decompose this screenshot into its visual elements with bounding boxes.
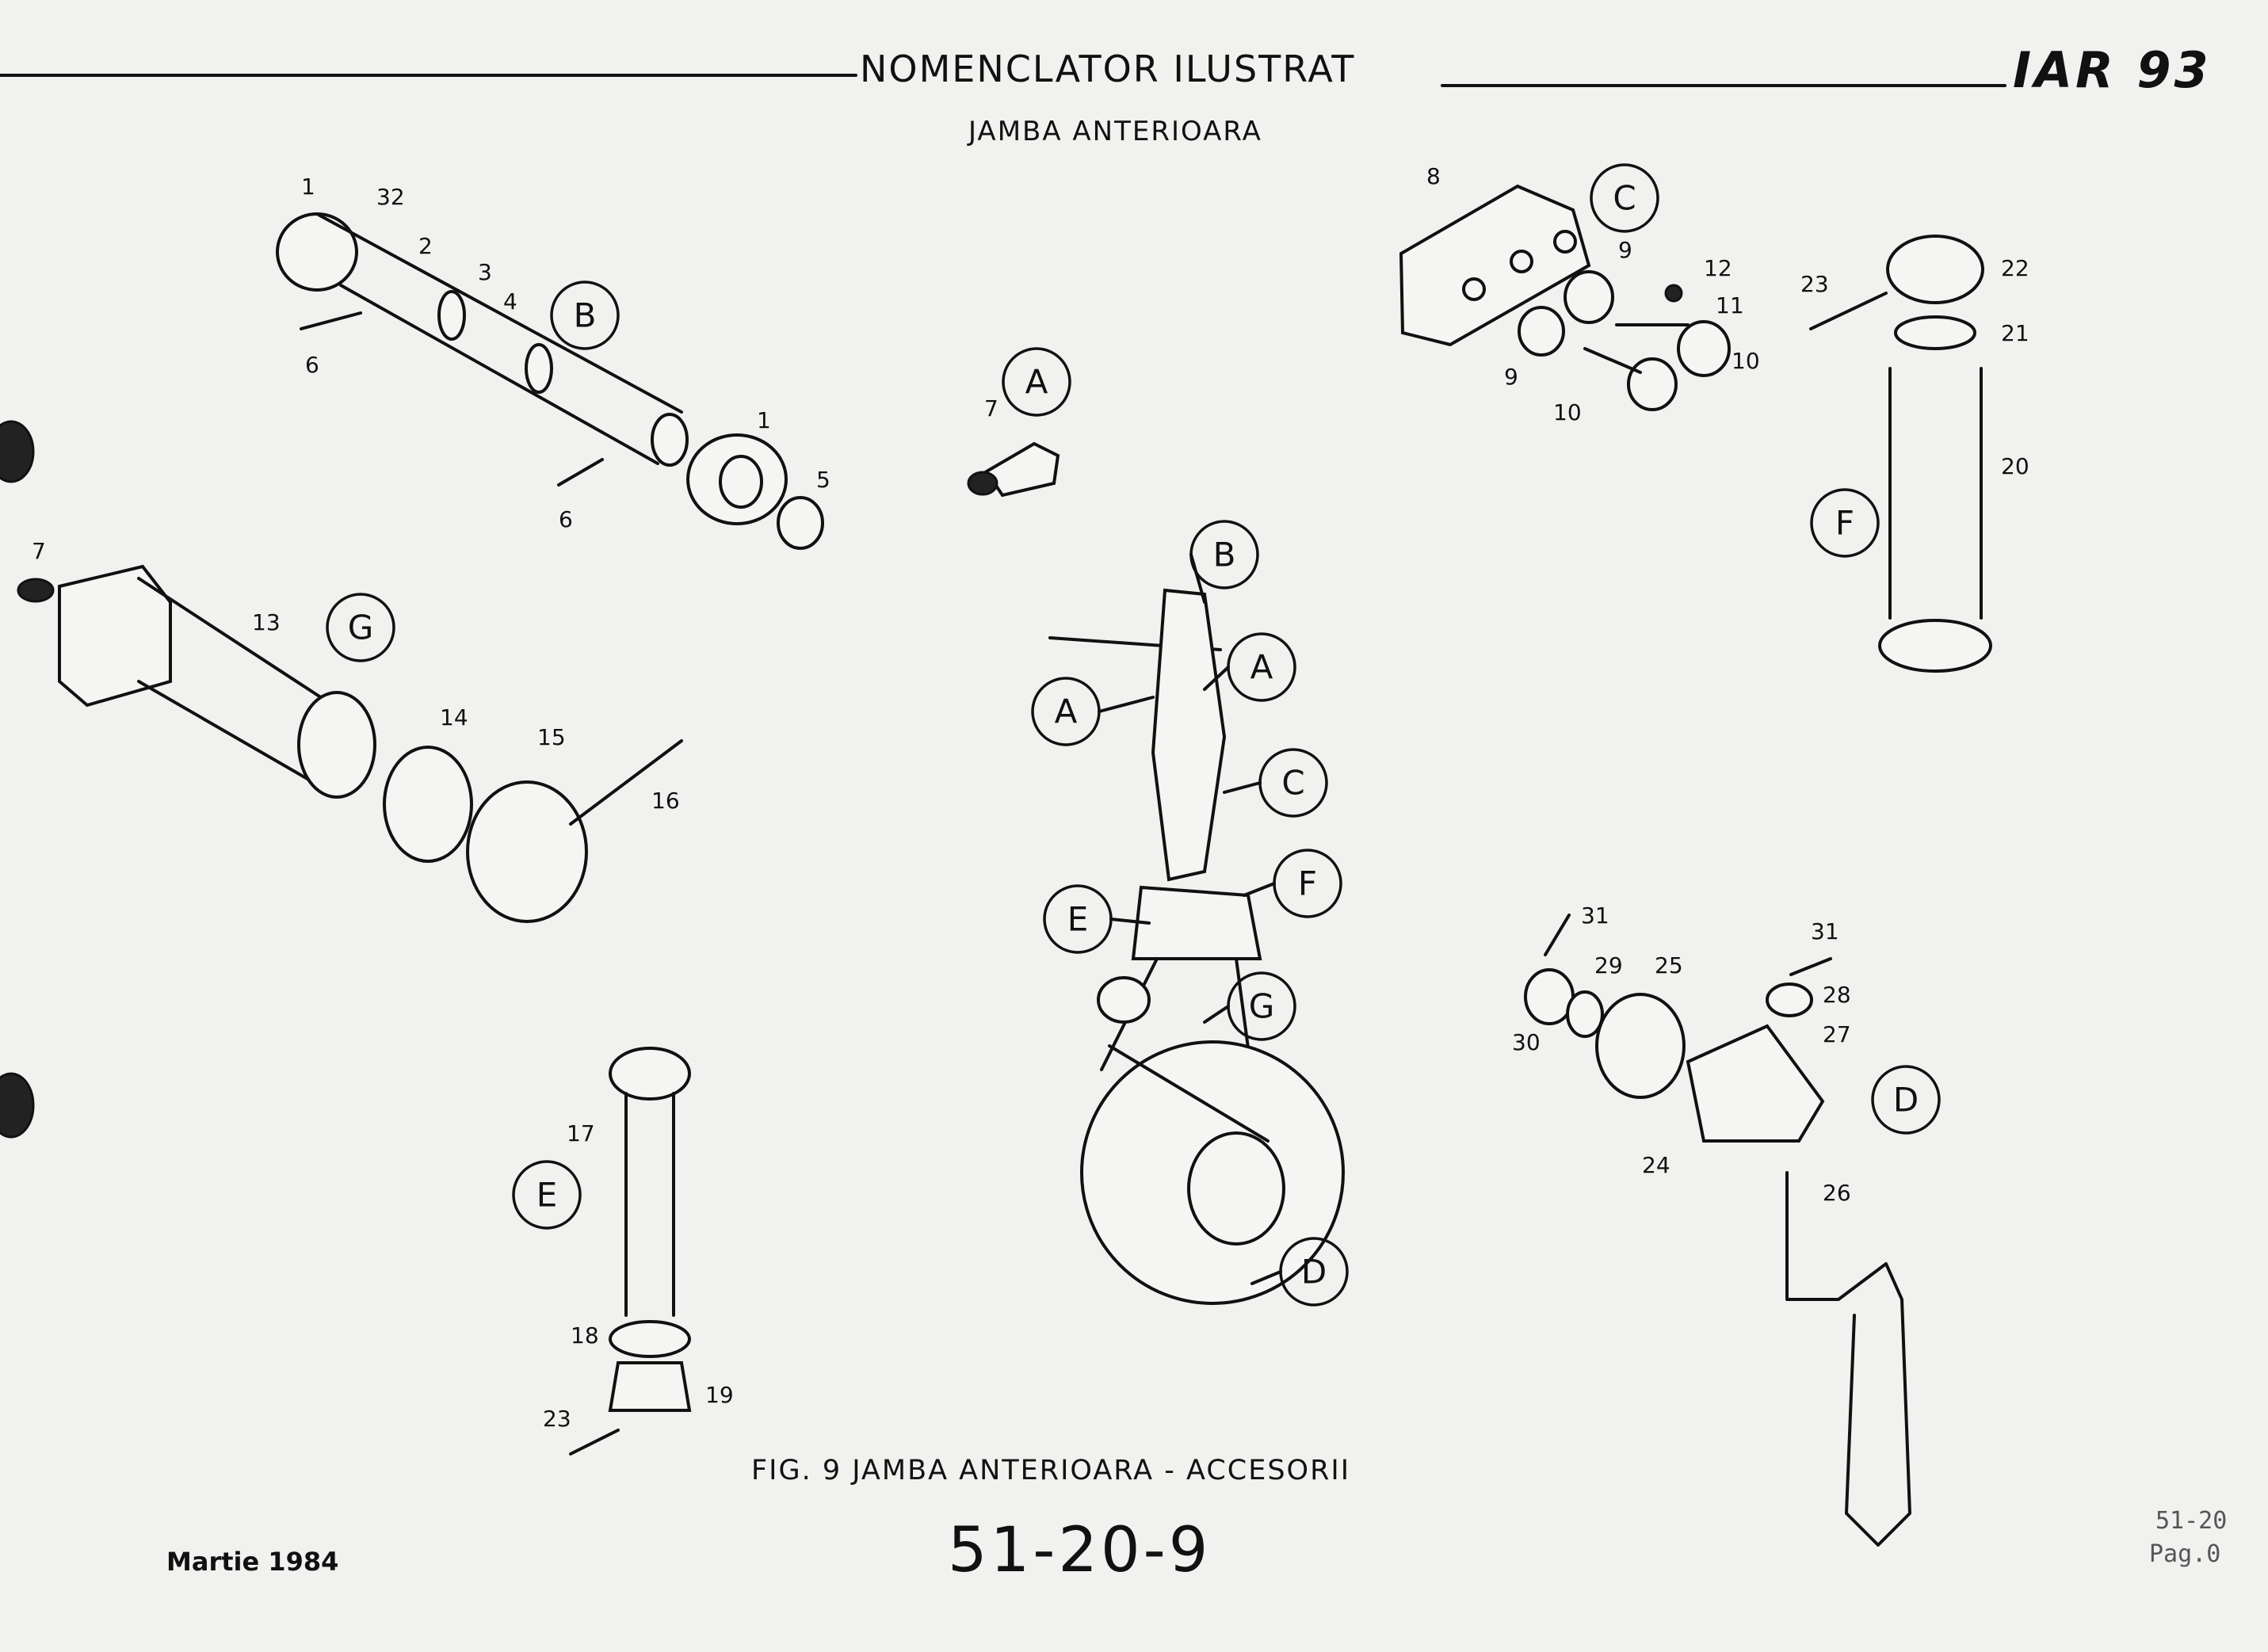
part-label-23-f: 23 (1800, 271, 1829, 297)
part-label-9-bottom: 9 (1504, 364, 1518, 390)
part-label-9-top: 9 (1618, 237, 1632, 263)
part-label-24: 24 (1642, 1152, 1670, 1178)
part-label-2: 2 (418, 233, 433, 259)
part-label-11: 11 (1716, 292, 1744, 319)
callout-f-detail: F (1810, 488, 1880, 558)
callout-leader-lines (1098, 553, 1282, 1285)
part-label-25: 25 (1655, 952, 1683, 979)
page-subtitle: JAMBA ANTERIOARA (968, 116, 1262, 147)
brand-logo: IAR 93 (2013, 41, 2212, 99)
callout-g-detail: G (326, 593, 395, 662)
callout-c-detail: C (1590, 163, 1659, 233)
detail-f-pin (1809, 235, 1992, 673)
part-label-13: 13 (252, 609, 281, 635)
part-label-20: 20 (2001, 453, 2029, 479)
callout-letter: C (1613, 179, 1636, 218)
part-number-labels: 1 32 2 3 4 6 1 5 6 7 7 13 14 15 16 8 9 9… (32, 163, 2029, 1432)
part-label-6-top: 6 (305, 352, 319, 378)
callout-letter: A (1055, 692, 1078, 731)
part-label-16: 16 (651, 788, 680, 814)
part-label-27: 27 (1823, 1021, 1851, 1047)
callout-letter: E (536, 1176, 558, 1215)
callout-letter: F (1835, 504, 1854, 543)
part-label-29: 29 (1594, 952, 1623, 979)
callout-letter: G (1249, 987, 1275, 1026)
detail-c-bracket (1399, 184, 1731, 411)
detail-a-fitting (967, 441, 1060, 498)
detail-d-bracket (1524, 914, 1911, 1547)
page-number: 51-20-9 (948, 1515, 1212, 1586)
part-label-26: 26 (1823, 1180, 1851, 1206)
part-label-3: 3 (478, 259, 492, 285)
callout-letter: B (574, 296, 597, 335)
part-label-1-bottom: 1 (757, 407, 771, 433)
part-label-15: 15 (537, 724, 566, 750)
part-label-18: 18 (571, 1322, 599, 1349)
part-label-10-left: 10 (1553, 399, 1582, 425)
callout-a-detail: A (1002, 347, 1071, 417)
part-label-17: 17 (567, 1120, 595, 1146)
part-label-32: 32 (376, 184, 405, 210)
chapter-reference: 51-20 (2155, 1507, 2228, 1535)
page-header-title: NOMENCLATOR ILUSTRAT (860, 48, 1356, 90)
part-label-7-g: 7 (32, 538, 46, 564)
part-label-23-e: 23 (543, 1406, 571, 1432)
callout-letter: D (1893, 1081, 1919, 1120)
callout-f-main: F (1273, 849, 1342, 918)
part-label-12: 12 (1704, 255, 1732, 281)
part-label-31-left: 31 (1581, 902, 1609, 929)
callout-e-main: E (1043, 884, 1113, 954)
part-label-19: 19 (705, 1382, 734, 1408)
part-label-7-a: 7 (984, 395, 998, 422)
callout-b-detail: B (550, 280, 620, 350)
callout-letter: A (1025, 363, 1048, 402)
part-label-8: 8 (1426, 163, 1441, 189)
callout-d-main: D (1279, 1237, 1349, 1307)
part-label-22: 22 (2001, 255, 2029, 281)
document-date: Martie 1984 (166, 1547, 339, 1577)
page-reference: Pag.0 (2149, 1540, 2221, 1568)
binder-hole-bottom (0, 1072, 35, 1139)
detail-b-axle (276, 212, 824, 550)
figure-caption: FIG. 9 JAMBA ANTERIOARA - ACCESORII (751, 1455, 1351, 1486)
callout-letter: B (1213, 536, 1236, 574)
callout-d-detail: D (1871, 1065, 1941, 1135)
detail-e-bolt (569, 1047, 692, 1456)
callout-letter: G (348, 609, 374, 647)
callout-letter: E (1067, 900, 1089, 939)
callout-letter: F (1298, 864, 1317, 903)
callout-c-main: C (1258, 748, 1328, 818)
part-label-28: 28 (1823, 982, 1851, 1008)
callout-g-main: G (1227, 971, 1296, 1041)
part-label-31-right: 31 (1811, 918, 1839, 944)
callout-letter: A (1250, 648, 1273, 687)
part-label-30: 30 (1512, 1029, 1541, 1055)
part-label-21: 21 (2001, 320, 2029, 346)
callout-letter: C (1281, 764, 1304, 803)
part-label-6-bottom: 6 (559, 506, 573, 532)
callout-e-detail: E (512, 1160, 582, 1230)
detail-g-tube (17, 564, 683, 923)
part-label-5: 5 (816, 467, 830, 493)
part-label-1-top: 1 (301, 174, 315, 200)
part-label-4: 4 (503, 288, 517, 315)
callout-letter: D (1301, 1253, 1327, 1291)
callout-b-main: B (1189, 520, 1259, 589)
part-label-10-right: 10 (1732, 348, 1760, 374)
part-label-14: 14 (440, 704, 468, 731)
callout-a-main-right: A (1227, 632, 1296, 702)
binder-hole-top (0, 420, 35, 483)
callout-a-main-left: A (1031, 677, 1101, 746)
main-gear-assembly (1048, 588, 1345, 1305)
